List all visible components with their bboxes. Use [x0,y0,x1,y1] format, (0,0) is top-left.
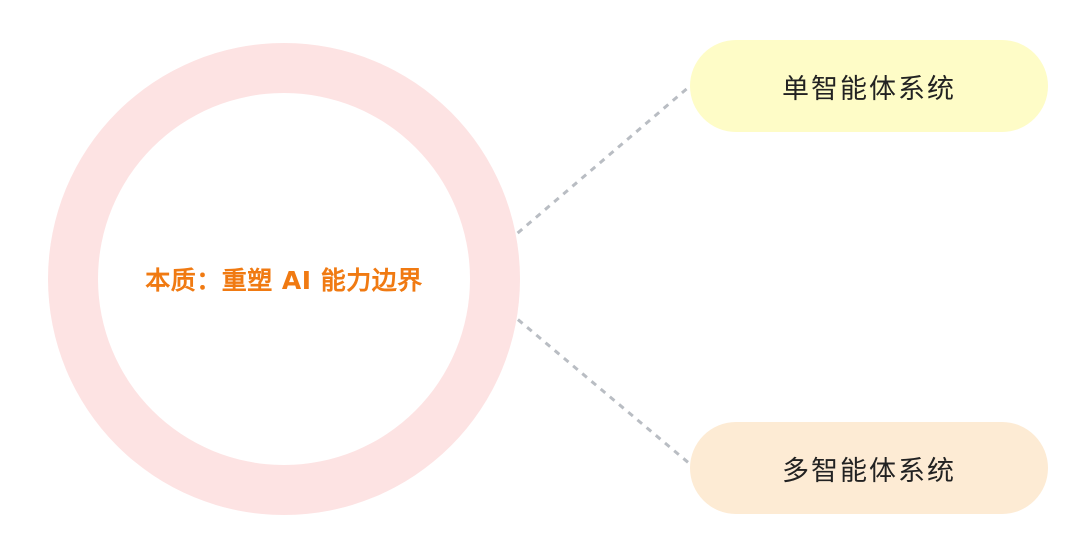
branch-single-agent: 单智能体系统 [690,40,1048,132]
center-circle: 本质：重塑 AI 能力边界 [48,43,520,515]
branch-multi-agent-label: 多智能体系统 [782,455,956,487]
center-circle-inner: 本质：重塑 AI 能力边界 [98,93,470,465]
center-label: 本质：重塑 AI 能力边界 [145,266,423,295]
branch-single-agent-label: 单智能体系统 [782,73,956,105]
branch-multi-agent: 多智能体系统 [690,422,1048,514]
